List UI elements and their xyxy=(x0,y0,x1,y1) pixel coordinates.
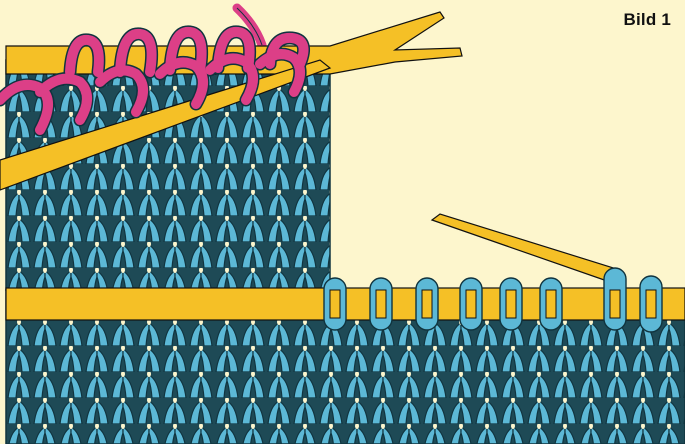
figure-caption: Bild 1 xyxy=(624,10,672,30)
knitted-fabric-upper xyxy=(6,60,330,290)
